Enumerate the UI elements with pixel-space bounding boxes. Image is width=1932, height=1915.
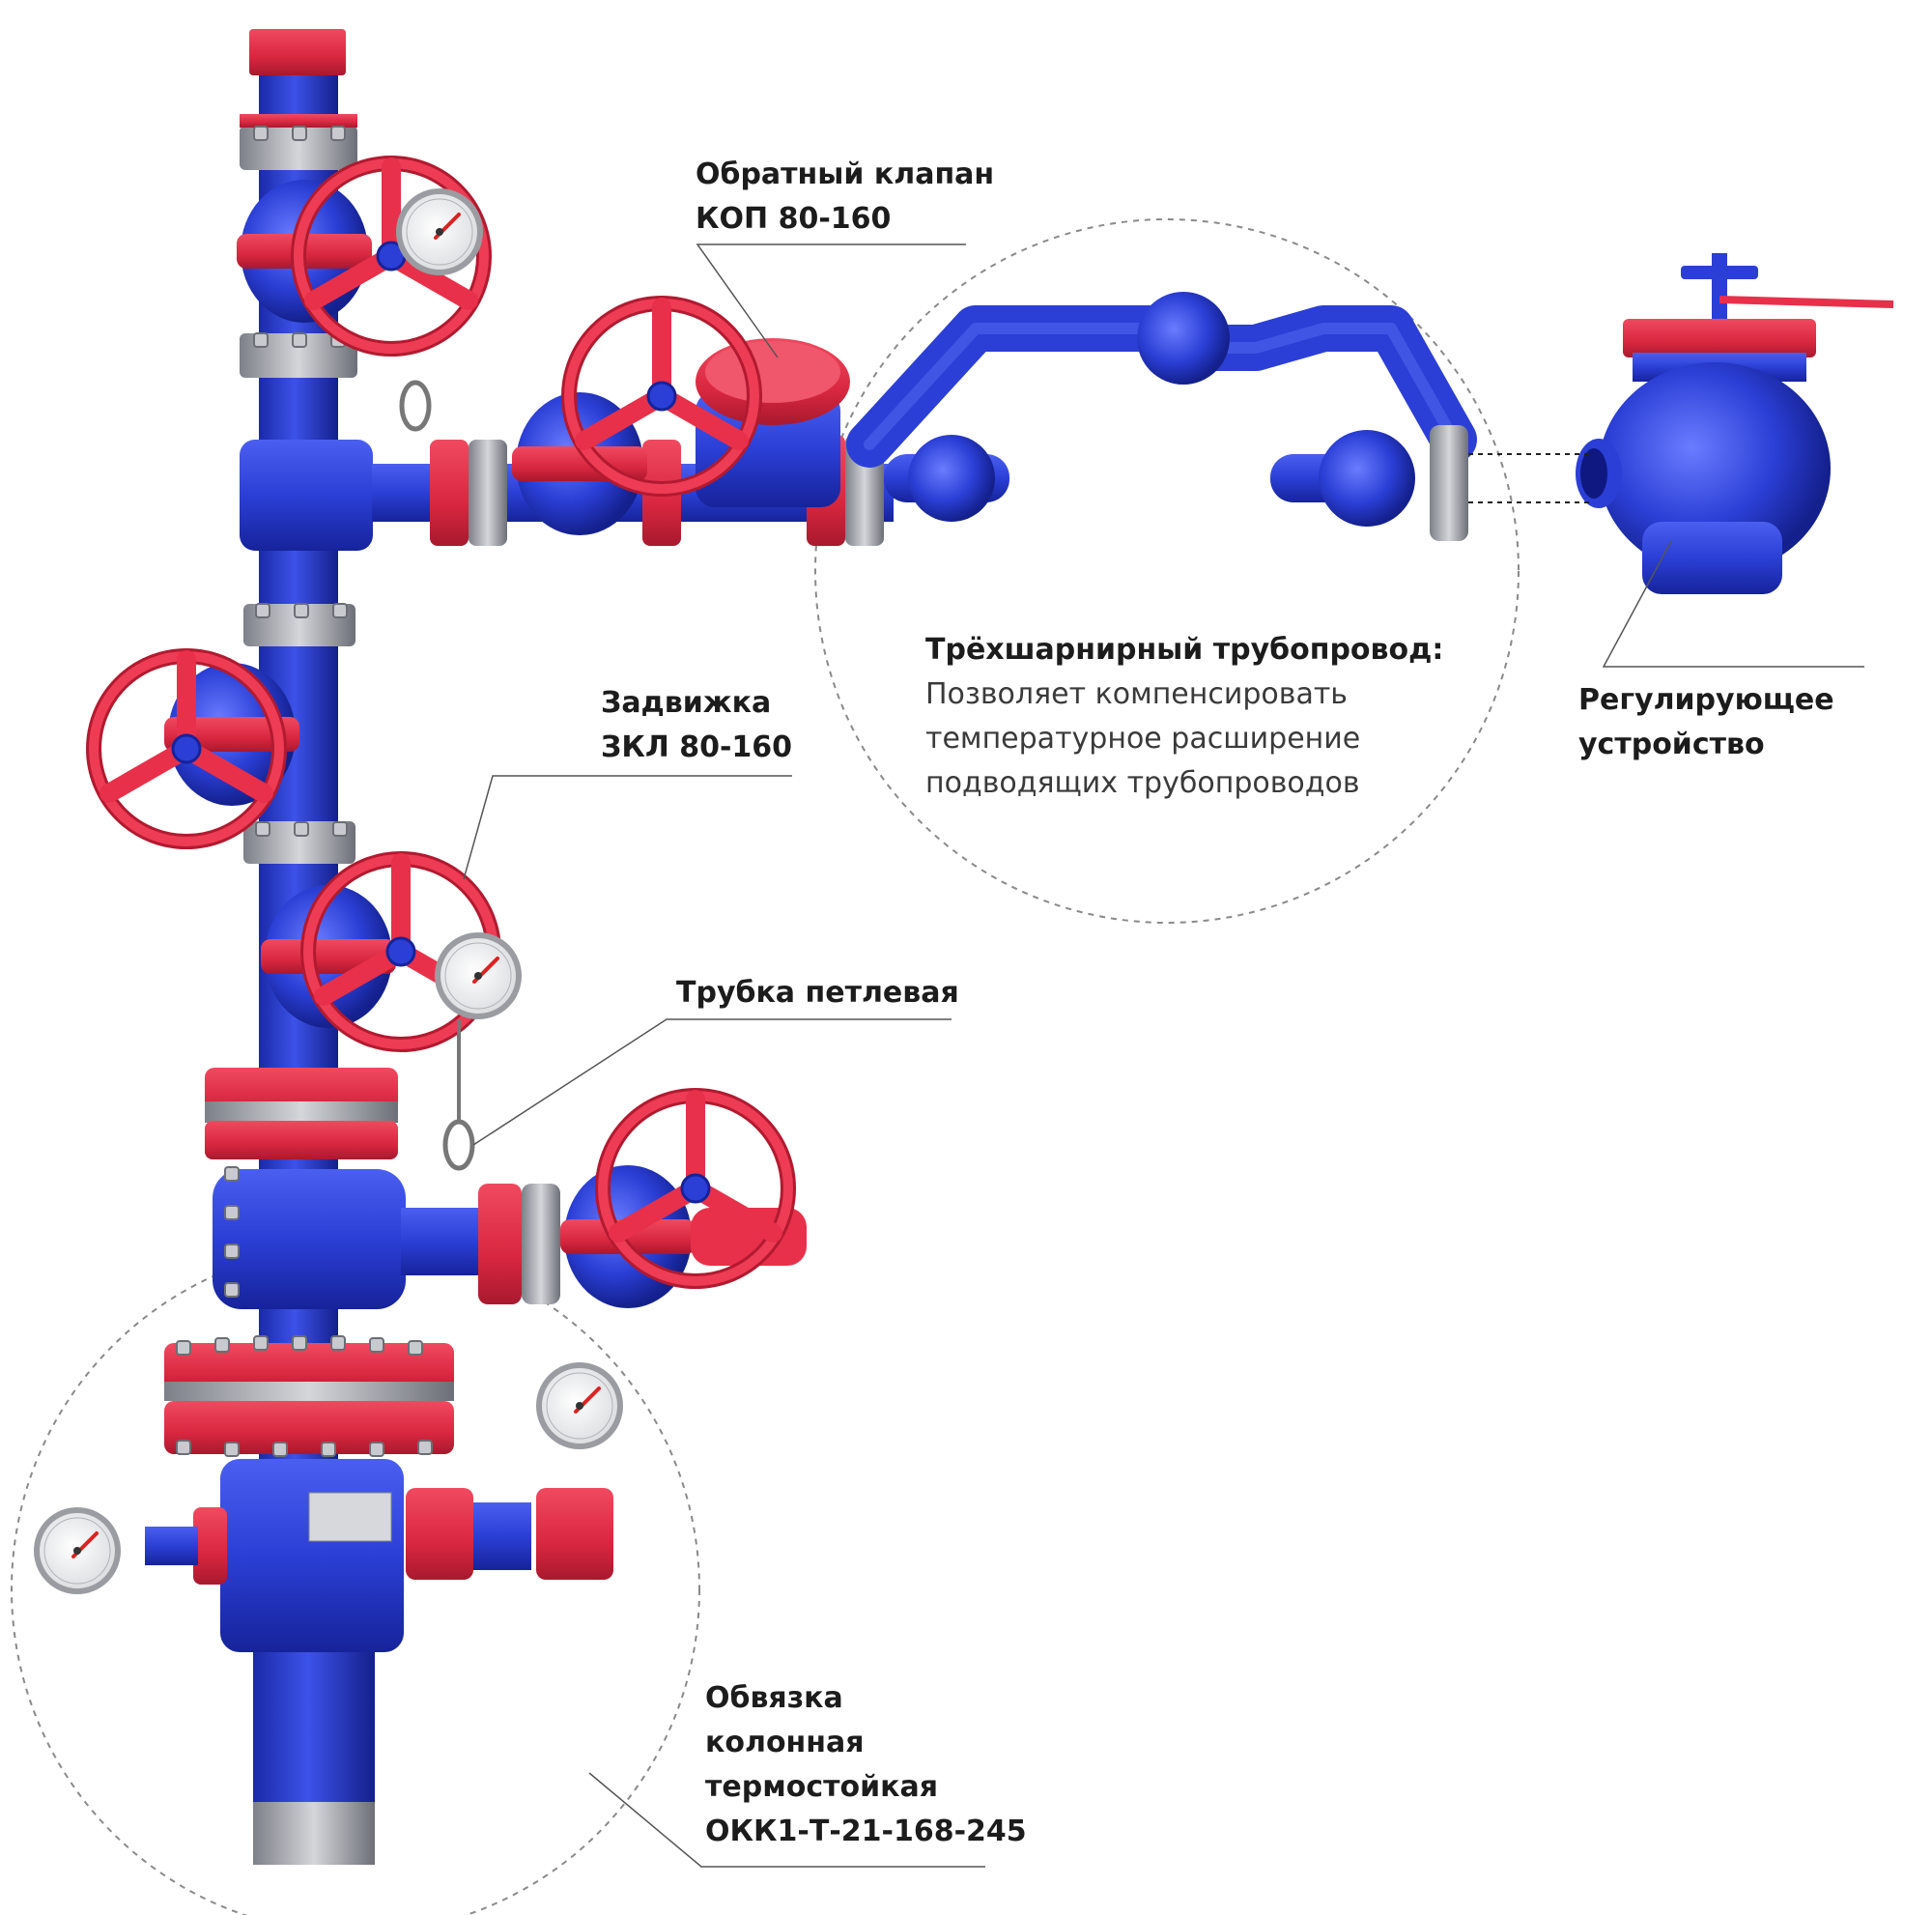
casing-head-label-line1: Обвязка (705, 1681, 843, 1715)
casing-head-body (220, 1459, 404, 1652)
three-hinged-pipeline (846, 292, 1477, 541)
leader-lines (463, 243, 1864, 1868)
casing-pipe-end (253, 1802, 375, 1865)
pipeline-label-desc3: подводящих трубопроводов (925, 766, 1360, 800)
pipeline-label-title: Трёхшарнирный трубопровод: (925, 633, 1444, 667)
gate-valve-label-line2: ЗКЛ 80-160 (601, 730, 793, 764)
top-cap-flange (240, 126, 357, 170)
check-valve-label-line2: КОП 80-160 (696, 202, 892, 236)
loop-tube-label-line1: Трубка петлевая (676, 976, 959, 1010)
gate-valve-label: Задвижка ЗКЛ 80-160 (601, 681, 792, 770)
upper-horizontal-line (372, 338, 894, 546)
check-valve-label-line1: Обратный клапан (696, 157, 995, 191)
pipeline-highlight-circle (814, 218, 1520, 924)
loop-tube (399, 380, 432, 432)
top-cap-handle (249, 29, 346, 75)
check-valve-label: Обратный клапан КОП 80-160 (696, 153, 994, 242)
pressure-gauge-icon (539, 1365, 620, 1446)
casing-head-label-line3: термостойкая (705, 1770, 939, 1804)
pipeline-label: Трёхшарнирный трубопровод: Позволяет ком… (925, 628, 1443, 806)
pressure-gauge-icon (438, 935, 519, 1016)
pressure-gauge-icon (399, 191, 480, 272)
upper-flange (240, 333, 357, 378)
tubing-head-cross (213, 1169, 406, 1309)
loop-tube-label: Трубка петлевая (676, 971, 959, 1015)
casing-head-label-line4: ОКК1-Т-21-168-245 (705, 1815, 1027, 1848)
regulator-label: Регулирующее устройство (1578, 678, 1834, 767)
pressure-gauge-icons (37, 191, 620, 1591)
casing-head-label-line2: колонная (705, 1726, 865, 1759)
casing-head-highlight-circle (11, 1244, 700, 1915)
casing-head-label: Обвязка колонная термостойкая ОКК1-Т-21-… (705, 1676, 1027, 1854)
regulator-label-line1: Регулирующее (1578, 683, 1834, 717)
upper-tee-block (240, 440, 373, 551)
regulating-device (1468, 253, 1894, 594)
regulator-label-line2: устройство (1578, 728, 1765, 761)
gate-valve-label-line1: Задвижка (601, 686, 772, 720)
tubing-head-side-valve (478, 1165, 807, 1308)
pipeline-label-desc1: Позволяет компенсировать (925, 677, 1348, 711)
pressure-gauge-icon (37, 1510, 118, 1591)
pipeline-label-desc2: температурное расширение (925, 722, 1361, 756)
regulator-ball (1599, 362, 1831, 575)
